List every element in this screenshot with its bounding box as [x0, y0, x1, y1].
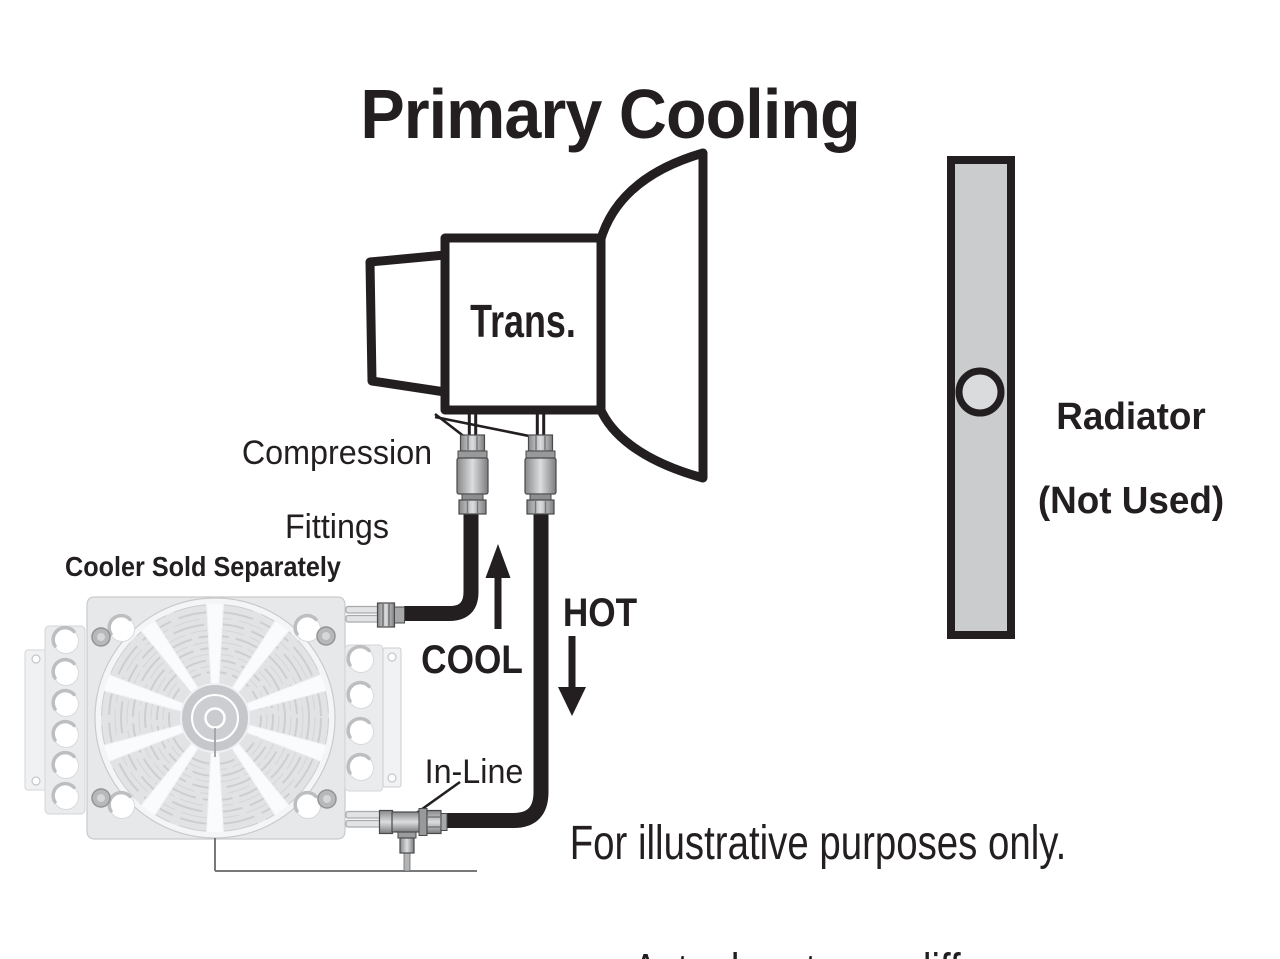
cooler-port-top [345, 605, 380, 623]
cooler-right-plate [382, 647, 402, 788]
inline-fitting [378, 808, 448, 872]
transmission-body [440, 233, 606, 415]
cooler-mount-lines [214, 838, 477, 872]
hot-down-arrow-icon [558, 636, 586, 716]
cool-label: COOL [421, 638, 523, 682]
disclaimer-text: For illustrative purposes only. Actual p… [562, 748, 1074, 959]
radiator-label: Radiator (Not Used) [1005, 354, 1257, 564]
cooler-inlet-fitting [376, 602, 405, 628]
cool-up-arrow-icon [485, 544, 511, 629]
cooler-assembly [24, 596, 477, 872]
hot-label: HOT [562, 591, 638, 635]
fan-icon [93, 596, 337, 840]
disclaimer-line2: Actual part may differ. [562, 940, 1074, 959]
radiator-cap-icon [955, 367, 1005, 417]
radiator-shape [947, 156, 1015, 639]
transmission-label: Trans. [470, 295, 576, 347]
compression-fittings-label-line2: Fittings [284, 508, 390, 546]
hot-line-hose [446, 503, 549, 828]
transmission-outline [365, 148, 708, 483]
compression-fittings-label: Compression Fittings [214, 398, 461, 583]
cooler-sold-separately-label: Cooler Sold Separately [65, 551, 341, 582]
disclaimer-line1: For illustrative purposes only. [569, 817, 1067, 870]
tailshaft-shape [365, 250, 450, 397]
compression-fitting-right [524, 434, 557, 515]
cooler-port-bottom [345, 810, 383, 828]
bellhousing-shape [595, 148, 708, 483]
cooler-left-plate [24, 649, 48, 791]
compression-leader-right [434, 415, 540, 440]
cool-line-hose [404, 503, 479, 621]
inline-label: In-Line [424, 753, 524, 791]
compression-fittings-label-line1: Compression [241, 434, 433, 472]
radiator-label-line1: Radiator [1056, 396, 1206, 438]
radiator-label-line2: (Not Used) [1037, 480, 1225, 522]
compression-fitting-left [456, 434, 489, 515]
page-title: Primary Cooling [360, 75, 860, 153]
